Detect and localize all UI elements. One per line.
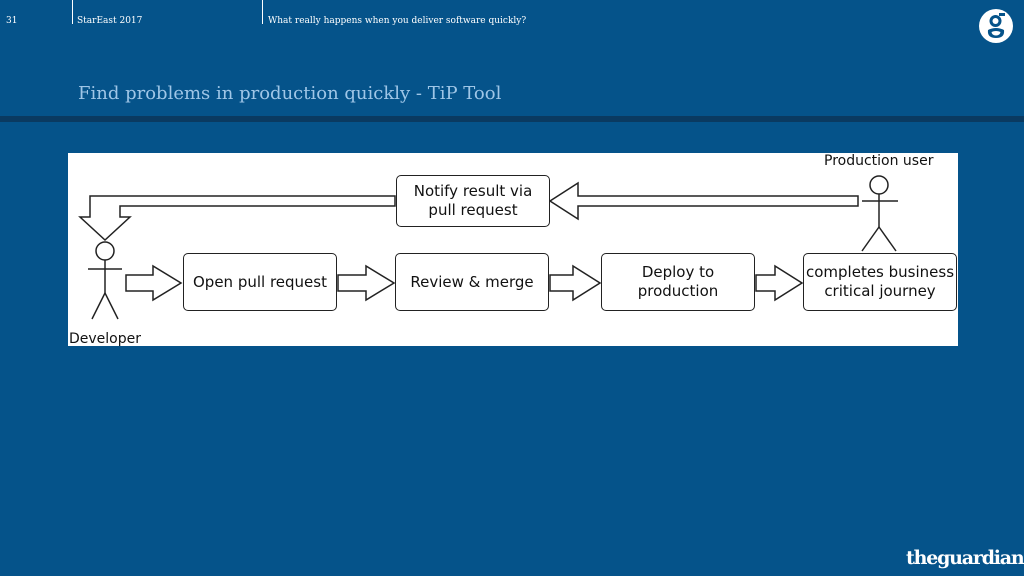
title-divider xyxy=(0,116,1024,122)
developer-label: Developer xyxy=(69,331,142,347)
talk-title: What really happens when you deliver sof… xyxy=(268,16,527,26)
production-user-figure xyxy=(861,175,898,252)
slide-title: Find problems in production quickly - Ti… xyxy=(78,83,502,104)
arrow-user-to-notify xyxy=(548,181,859,221)
review-merge-node: Review & merge xyxy=(395,253,549,311)
slide-number: 31 xyxy=(6,16,18,26)
notify-result-node: Notify result via pull request xyxy=(396,175,550,227)
developer-figure xyxy=(88,241,122,320)
event-label: StarEast 2017 xyxy=(77,16,143,26)
arrow-notify-to-developer xyxy=(78,195,396,242)
arrow-developer-to-pr xyxy=(125,264,183,302)
production-user-label: Production user xyxy=(824,153,934,169)
arrow-pr-to-review xyxy=(337,264,396,302)
header-divider xyxy=(262,0,263,24)
business-journey-node: completes business critical journey xyxy=(803,253,957,311)
header-divider xyxy=(72,0,73,24)
workflow-diagram: Open pull request Review & merge Deploy … xyxy=(68,153,958,347)
open-pull-request-node: Open pull request xyxy=(183,253,337,311)
notify-result-label: Notify result via pull request xyxy=(413,182,533,219)
deploy-node: Deploy to production xyxy=(601,253,755,311)
deploy-label: Deploy to production xyxy=(637,263,719,300)
open-pull-request-label: Open pull request xyxy=(193,272,327,291)
arrow-review-to-deploy xyxy=(549,264,602,302)
guardian-wordmark: theguardian xyxy=(906,547,1024,569)
arrow-deploy-to-journey xyxy=(755,264,804,302)
diagram-graphics xyxy=(78,175,898,320)
review-merge-label: Review & merge xyxy=(410,272,534,291)
business-journey-label: completes business critical journey xyxy=(805,263,955,300)
guardian-g-logo-icon xyxy=(979,9,1013,43)
